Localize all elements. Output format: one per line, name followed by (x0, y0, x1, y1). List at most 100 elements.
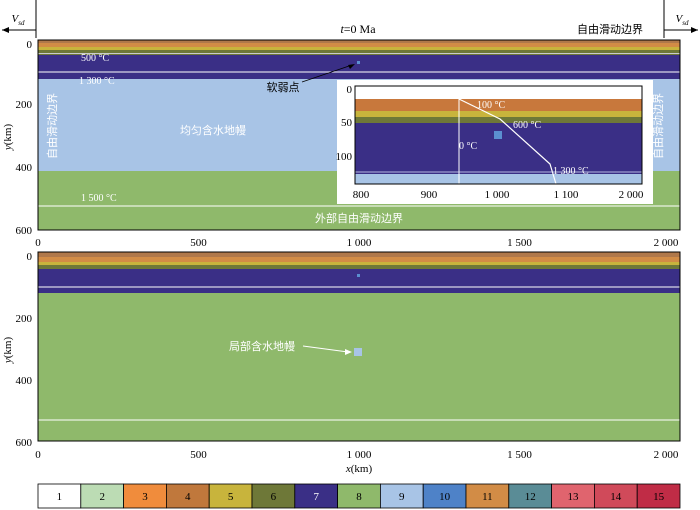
legend-swatch (165, 483, 210, 509)
bottom-x-tick-label: 1 000 (347, 449, 372, 461)
local-hydrous-patch (354, 348, 362, 356)
bottom-surface-strip (38, 252, 680, 257)
bottom-y-tick-label: 200 (16, 313, 33, 325)
local-hydrous-label: 局部含水地幔 (229, 339, 295, 353)
legend-label: 1 (57, 491, 63, 503)
legend-label: 4 (185, 491, 191, 503)
legend-swatch (208, 483, 253, 509)
bottom-weak-point (357, 274, 360, 277)
top-y-tick-label: 200 (16, 99, 33, 111)
bottom-y-axis: 0 200 400 600 y(km) (2, 251, 33, 449)
top-x-tick-label: 1 000 (347, 237, 372, 249)
weak-point-arrow (301, 64, 353, 83)
legend-label: 5 (228, 491, 234, 503)
left-boundary-label: 自由滑动边界 (45, 93, 59, 159)
legend-swatch (508, 483, 552, 509)
inset-bottom-hydrous (355, 174, 642, 184)
legend-label: 6 (271, 491, 277, 503)
inset-x-tick-label: 800 (353, 189, 370, 201)
local-hydrous-arrow (302, 345, 349, 353)
top-x-tick-label: 500 (190, 237, 207, 249)
right-boundary-label: 自由滑动边界 (651, 93, 665, 159)
inset-x-tick-label: 2 000 (619, 189, 644, 201)
top-right-boundary-label: 自由滑动边界 (577, 22, 643, 36)
bottom-x-tick-label: 1 500 (507, 449, 532, 461)
right-arrow-icon (691, 27, 698, 33)
legend-label: 11 (482, 491, 493, 503)
bottom-x-axis: 0 500 1 000 1 500 2 000 x(km) (35, 449, 679, 475)
legend-swatch (251, 483, 296, 509)
top-iso-1500-label: 1 500 °C (81, 193, 117, 204)
top-iso-500-label: 500 °C (81, 53, 109, 64)
bottom-lithosphere (38, 269, 680, 293)
mantle-label: 均匀含水地幔 (180, 123, 246, 137)
weak-point-arrowhead-icon (348, 64, 355, 69)
legend-swatch (294, 483, 338, 509)
top-y-axis: 0 200 400 600 y(km) (2, 39, 33, 237)
local-hydrous-arrowhead-icon (345, 349, 352, 355)
inset-y-tick-label: 0 (347, 84, 353, 96)
inset-x-tick-label: 1 000 (485, 189, 510, 201)
legend-swatch (594, 483, 638, 509)
inset-iso-600-label: 600 °C (513, 120, 541, 131)
inset-x-tick-label: 1 100 (554, 189, 579, 201)
inset: 100 °C 600 °C 0 °C 1 300 °C 0 50 100 800… (336, 80, 653, 204)
bottom-x-axis-label: x(km) (345, 463, 373, 475)
legend-label: 3 (142, 491, 148, 503)
bottom-crust-yellow (38, 262, 680, 265)
top-crust-orange (38, 43, 680, 47)
legend-label: 9 (399, 491, 405, 503)
bottom-x-tick-label: 500 (190, 449, 207, 461)
inset-plot-frame (354, 85, 643, 185)
top-y-axis-label: y(km) (2, 124, 14, 152)
legend-label: 10 (439, 491, 451, 503)
bottom-crust-orange (38, 257, 680, 262)
bottom-boundary-label: 外部自由滑动边界 (315, 211, 403, 225)
inset-crust-orange (355, 99, 642, 111)
inset-x-axis: 800 900 1 000 1 100 2 000 (353, 189, 644, 201)
inset-y-tick-label: 50 (341, 117, 353, 129)
legend-swatch (37, 483, 82, 509)
inset-crust-yellow (355, 111, 642, 117)
top-x-tick-label: 0 (35, 237, 41, 249)
legend-swatch (123, 483, 167, 509)
inset-crust-olive (355, 117, 642, 123)
legend-swatch (422, 483, 467, 509)
legend-label: 8 (356, 491, 362, 503)
inset-y-axis: 0 50 100 (336, 84, 353, 163)
inset-iso-0-label: 0 °C (459, 141, 477, 152)
inset-iso-100-label: 100 °C (477, 100, 505, 111)
bottom-panel-frame (37, 251, 681, 442)
top-iso-1300-label: 1 300 °C (79, 76, 115, 87)
legend-label: 2 (99, 491, 105, 503)
top-crust-olive (38, 50, 680, 55)
bottom-y-tick-label: 0 (27, 251, 33, 263)
v-left-label: Vsd (12, 13, 25, 27)
legend-label: 12 (525, 491, 536, 503)
top-weak-point (357, 61, 360, 64)
top-x-tick-label: 1 500 (507, 237, 532, 249)
bottom-y-tick-label: 600 (16, 437, 33, 449)
top-y-tick-label: 400 (16, 162, 33, 174)
bottom-y-axis-label: y(km) (2, 337, 14, 365)
legend-swatch (337, 483, 381, 509)
bottom-x-tick-label: 2 000 (654, 449, 679, 461)
inset-weak-point (494, 131, 502, 139)
time-label: t=0 Ma (340, 22, 376, 36)
inset-iso-1300-label: 1 300 °C (553, 166, 589, 177)
bottom-crust-olive (38, 265, 680, 269)
inset-top-white (355, 86, 642, 99)
top-y-tick-label: 600 (16, 225, 33, 237)
top-x-tick-label: 2 000 (654, 237, 679, 249)
top-lithosphere (38, 55, 680, 79)
bottom-x-tick-label: 0 (35, 449, 41, 461)
legend-swatch (636, 483, 681, 509)
legend-label: 15 (653, 491, 665, 503)
top-crust-yellow (38, 47, 680, 50)
top-bar: Vsd Vsd t=0 Ma 自由滑动边界 (2, 0, 698, 38)
bottom-y-tick-label: 400 (16, 375, 33, 387)
top-surface-strip (38, 40, 680, 43)
top-y-tick-label: 0 (27, 39, 33, 51)
